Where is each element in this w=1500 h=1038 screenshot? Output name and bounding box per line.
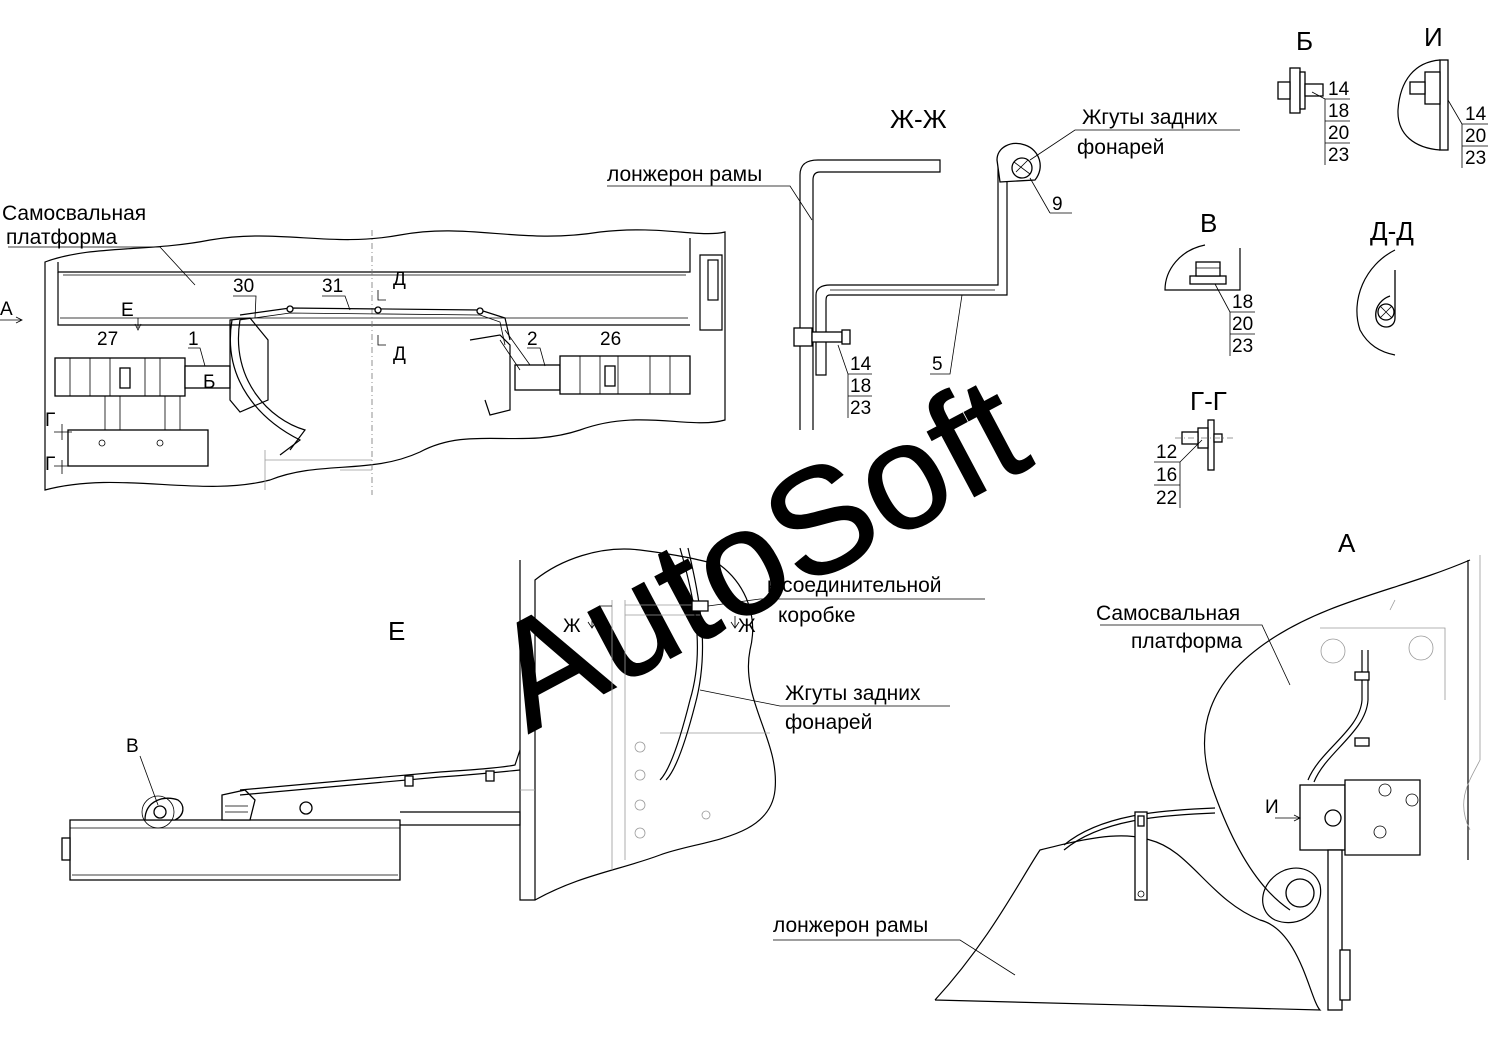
section-b: Б 14 18 20 23 xyxy=(1277,26,1350,166)
section-g-g: Г-Г 12 16 22 xyxy=(1154,386,1235,509)
harness-label-e-line2: фонарей xyxy=(785,711,872,734)
harness-label-zh-line1: Жгуты задних xyxy=(1082,106,1218,129)
to-box-label-line1: к соединительной xyxy=(767,574,942,597)
callout-23-v: 23 xyxy=(1232,336,1253,357)
platform-label-line1: Самосвальная xyxy=(2,202,146,225)
platform-label-a-line2: платформа xyxy=(1131,630,1243,653)
view-b-mark: Б xyxy=(203,372,215,393)
longeron-label-a: лонжерон рамы xyxy=(773,914,928,937)
view-a: А И Самосвальная платформа xyxy=(773,528,1481,1011)
section-d-d: Д-Д xyxy=(1356,216,1414,356)
section-i-title: И xyxy=(1424,22,1443,52)
harness-label-e-line1: Жгуты задних xyxy=(785,682,921,705)
callout-20-i: 20 xyxy=(1465,126,1486,147)
section-v: В 18 20 23 xyxy=(1164,208,1255,357)
view-e-mark: Е xyxy=(121,300,134,321)
rear-lamp-right xyxy=(514,355,691,395)
callout-1: 1 xyxy=(188,329,199,350)
watermark: AutoSoft xyxy=(464,343,1052,763)
callout-12-g: 12 xyxy=(1156,442,1177,463)
section-b-title: Б xyxy=(1296,26,1313,56)
callout-22-g: 22 xyxy=(1156,488,1177,509)
callout-23-i: 23 xyxy=(1465,148,1486,169)
platform-label-line2: платформа xyxy=(6,226,118,249)
callout-20-v: 20 xyxy=(1232,314,1253,335)
platform-label-a-line1: Самосвальная xyxy=(1096,602,1240,625)
section-d-mark-bottom: Д xyxy=(393,344,406,365)
callout-14-i: 14 xyxy=(1465,104,1487,125)
section-zh-mark-right: Ж xyxy=(738,616,756,637)
rear-lamp-left xyxy=(54,357,231,467)
section-i: И 14 20 23 xyxy=(1397,22,1488,169)
platform-outline xyxy=(44,229,726,491)
callout-16-g: 16 xyxy=(1156,465,1177,486)
callout-18-b: 18 xyxy=(1328,101,1349,122)
callout-14-b: 14 xyxy=(1328,79,1350,100)
section-zh-mark-left: Ж xyxy=(563,616,581,637)
to-box-label-line2: коробке xyxy=(778,604,856,627)
view-a-title: А xyxy=(1338,528,1356,558)
section-g-mark-bottom: Г xyxy=(45,454,55,475)
section-v-title: В xyxy=(1200,208,1217,238)
callout-27: 27 xyxy=(97,329,118,350)
callout-5: 5 xyxy=(932,354,943,375)
callout-9: 9 xyxy=(1052,194,1063,215)
view-i-mark: И xyxy=(1265,797,1279,818)
callout-23-b: 23 xyxy=(1328,145,1349,166)
harness-label-zh-line2: фонарей xyxy=(1077,136,1164,159)
callout-18-v: 18 xyxy=(1232,292,1253,313)
callout-30: 30 xyxy=(233,276,254,297)
section-d-mark-top: Д xyxy=(393,269,406,290)
view-v-mark: В xyxy=(126,736,139,757)
callout-23-zh: 23 xyxy=(850,398,871,419)
svg-text:AutoSoft: AutoSoft xyxy=(464,344,1051,762)
section-zh-zh-title: Ж-Ж xyxy=(890,104,947,134)
view-e: Е Ж Ж В xyxy=(61,547,985,901)
view-e-title: Е xyxy=(388,616,405,646)
longeron-label-zh: лонжерон рамы xyxy=(607,163,762,186)
rear-lamp-side-view xyxy=(61,749,521,881)
section-g-mark-top: Г xyxy=(45,410,55,431)
view-a-mark: А xyxy=(0,299,13,320)
callout-31: 31 xyxy=(322,276,343,297)
section-d-d-title: Д-Д xyxy=(1370,216,1414,246)
section-g-g-title: Г-Г xyxy=(1190,386,1227,416)
callout-26: 26 xyxy=(600,329,621,350)
section-zh-zh: Ж-Ж лонжерон рамы Жгуты задних фонарей 9… xyxy=(607,104,1240,430)
callout-18-zh: 18 xyxy=(850,376,871,397)
callout-2: 2 xyxy=(527,329,538,350)
longeron-profile xyxy=(799,159,941,430)
callout-20-b: 20 xyxy=(1328,123,1349,144)
callout-14-zh: 14 xyxy=(850,354,872,375)
general-view: А Е Д Д xyxy=(0,202,726,495)
